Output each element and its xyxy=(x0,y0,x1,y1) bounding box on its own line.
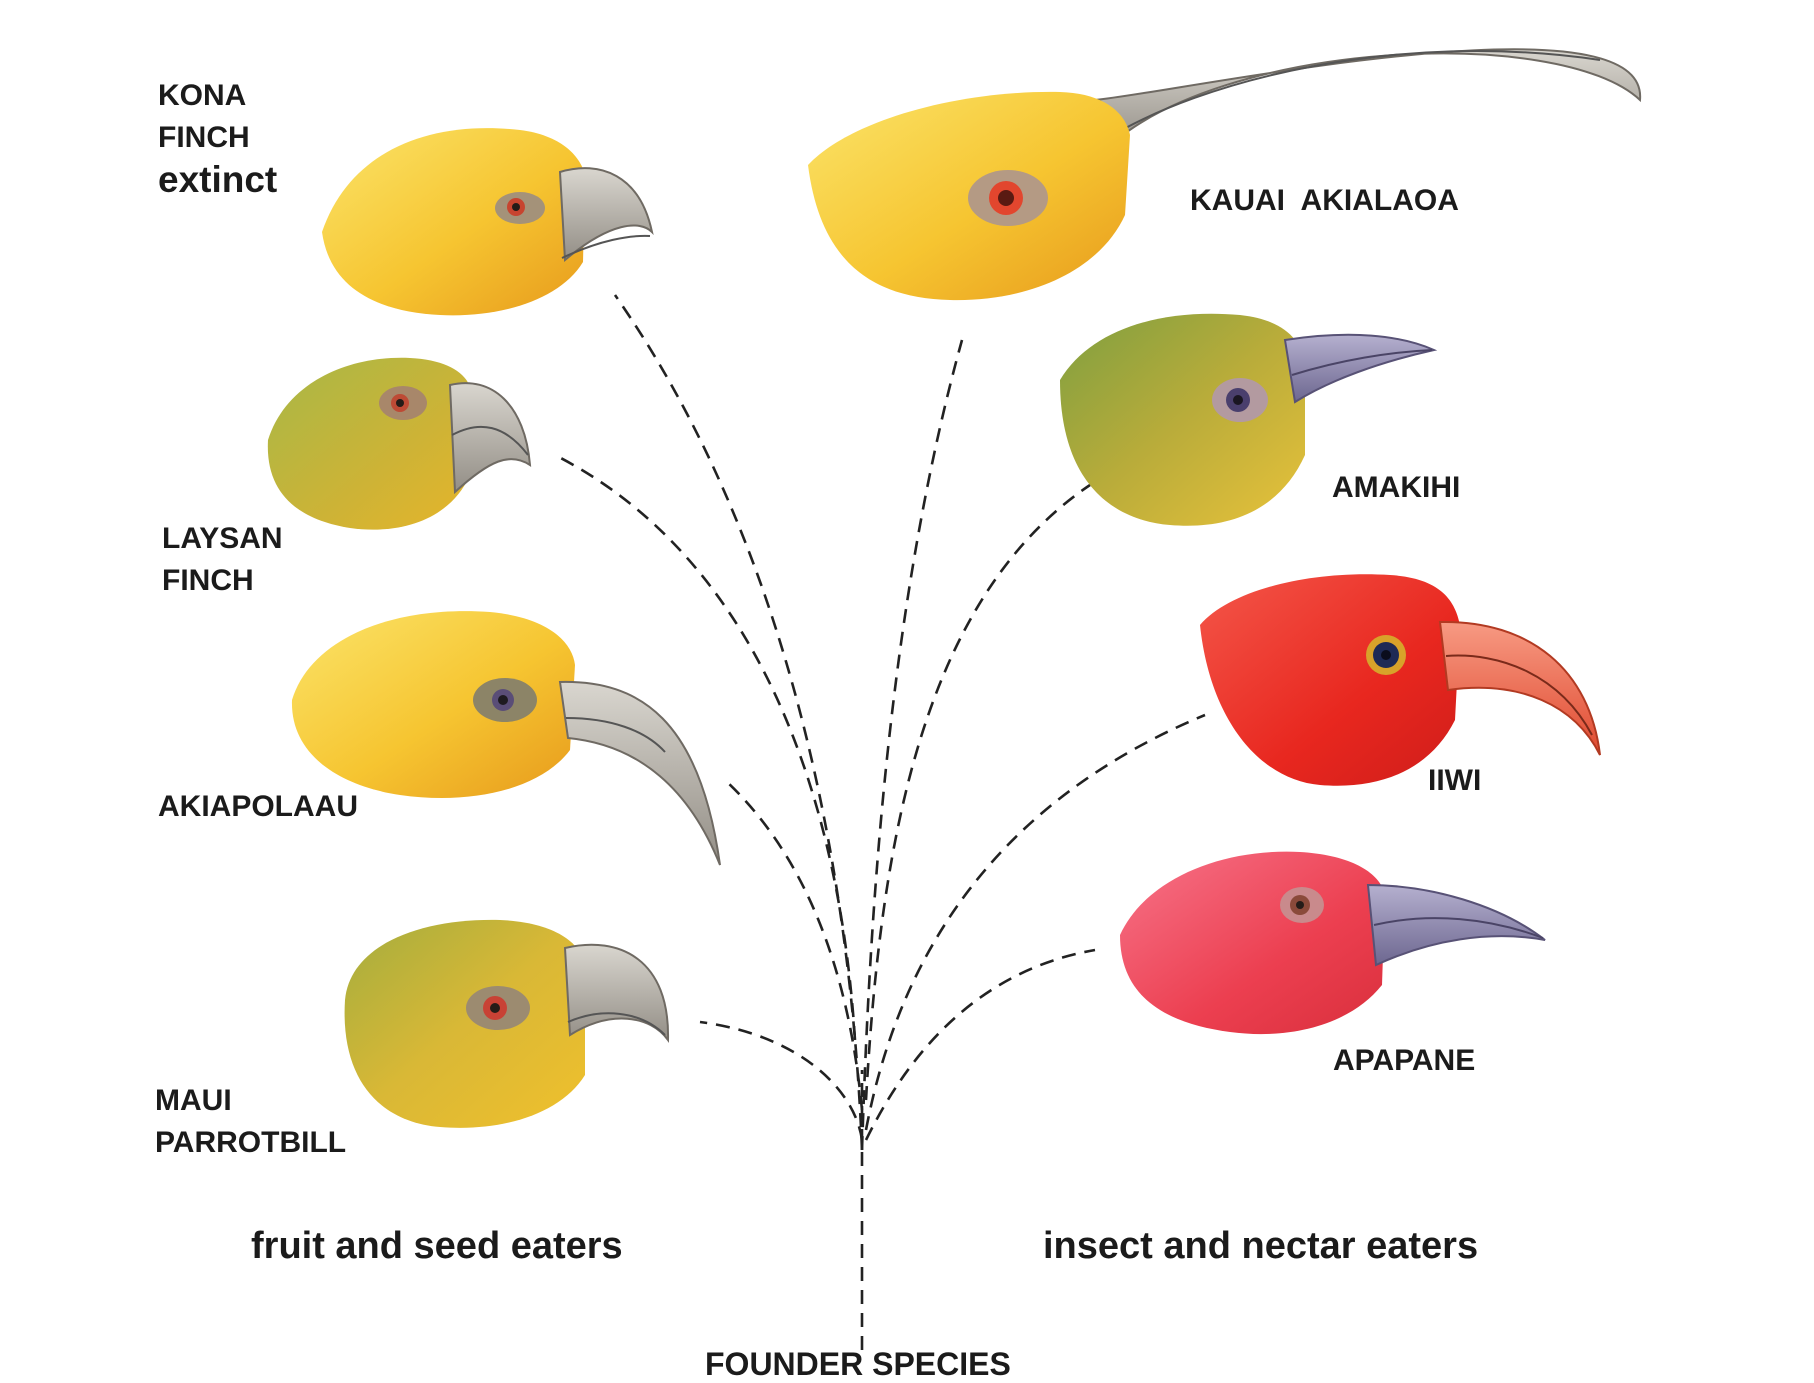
laysan-finch-head xyxy=(268,358,530,530)
kauai-akialaoa-label: KAUAI AKIALAOA xyxy=(1190,180,1459,222)
apapane-head xyxy=(1120,852,1545,1034)
fruit-seed-eaters-label: fruit and seed eaters xyxy=(251,1225,623,1268)
kona-finch-status: extinct xyxy=(158,159,277,201)
kona-finch-name-line2: FINCH xyxy=(158,117,277,159)
laysan-finch-name-line2: FINCH xyxy=(162,560,283,602)
founder-species-label: FOUNDER SPECIES xyxy=(705,1346,1011,1383)
iiwi-head xyxy=(1200,574,1600,786)
branch-apapane xyxy=(866,950,1095,1140)
maui-parrotbill-head xyxy=(345,920,668,1128)
maui-parrotbill-name-line1: MAUI xyxy=(155,1080,346,1122)
kona-finch-head xyxy=(322,128,652,315)
amakihi-label: AMAKIHI xyxy=(1332,467,1460,509)
branch-maui-parrotbill xyxy=(700,1022,862,1140)
kona-finch-name-line1: KONA xyxy=(158,75,277,117)
apapane-label: APAPANE xyxy=(1333,1040,1475,1082)
laysan-finch-name-line1: LAYSAN xyxy=(162,518,283,560)
iiwi-label: IIWI xyxy=(1428,760,1481,802)
maui-parrotbill-label: MAUI PARROTBILL xyxy=(155,1080,346,1164)
laysan-finch-label: LAYSAN FINCH xyxy=(162,518,283,602)
akiapolaau-label: AKIAPOLAAU xyxy=(158,786,358,828)
maui-parrotbill-name-line2: PARROTBILL xyxy=(155,1122,346,1164)
branch-kauai-akialaoa xyxy=(862,340,962,1150)
kauai-akialaoa-head xyxy=(808,49,1640,300)
kona-finch-label: KONA FINCH extinct xyxy=(158,75,277,201)
insect-nectar-eaters-label: insect and nectar eaters xyxy=(1043,1225,1478,1268)
branch-amakihi xyxy=(866,485,1090,1100)
branch-akiapolaau xyxy=(725,780,862,1110)
